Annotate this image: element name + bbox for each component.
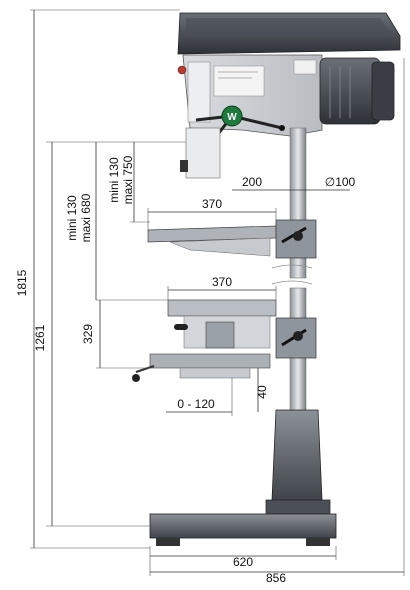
dim-maxi-750: maxi 750 xyxy=(121,155,135,204)
dim-upper-table-width: 370 xyxy=(202,197,222,211)
drill-press-illustration: W xyxy=(132,12,401,546)
dim-maxi-680: maxi 680 xyxy=(79,193,93,242)
dim-column-diameter: ∅100 xyxy=(325,175,356,189)
chuck xyxy=(180,127,221,179)
dim-cross-travel: 0 - 120 xyxy=(177,397,215,411)
dim-mini-130-a: mini 130 xyxy=(65,195,79,241)
base xyxy=(149,409,337,546)
logo-text: W xyxy=(227,112,237,123)
dim-overall-height: 1815 xyxy=(15,269,29,296)
dimension-lines xyxy=(30,9,405,576)
break-mark-lower xyxy=(271,280,313,285)
dim-base-width: 620 xyxy=(233,555,253,569)
motor xyxy=(319,57,395,125)
dim-lower-table-width: 370 xyxy=(212,275,232,289)
lower-table xyxy=(132,299,317,382)
break-mark-upper xyxy=(271,264,313,269)
dim-vise-height: 329 xyxy=(81,324,95,344)
dim-throat: 200 xyxy=(242,175,262,189)
dim-overall-width: 856 xyxy=(266,571,286,585)
head-body xyxy=(177,54,323,137)
dim-vise-offset: 40 xyxy=(255,385,269,399)
head-cover xyxy=(177,12,401,55)
dim-column-to-base: 1261 xyxy=(33,324,47,351)
dim-mini-130-b: mini 130 xyxy=(107,157,121,203)
upper-table xyxy=(147,219,317,259)
